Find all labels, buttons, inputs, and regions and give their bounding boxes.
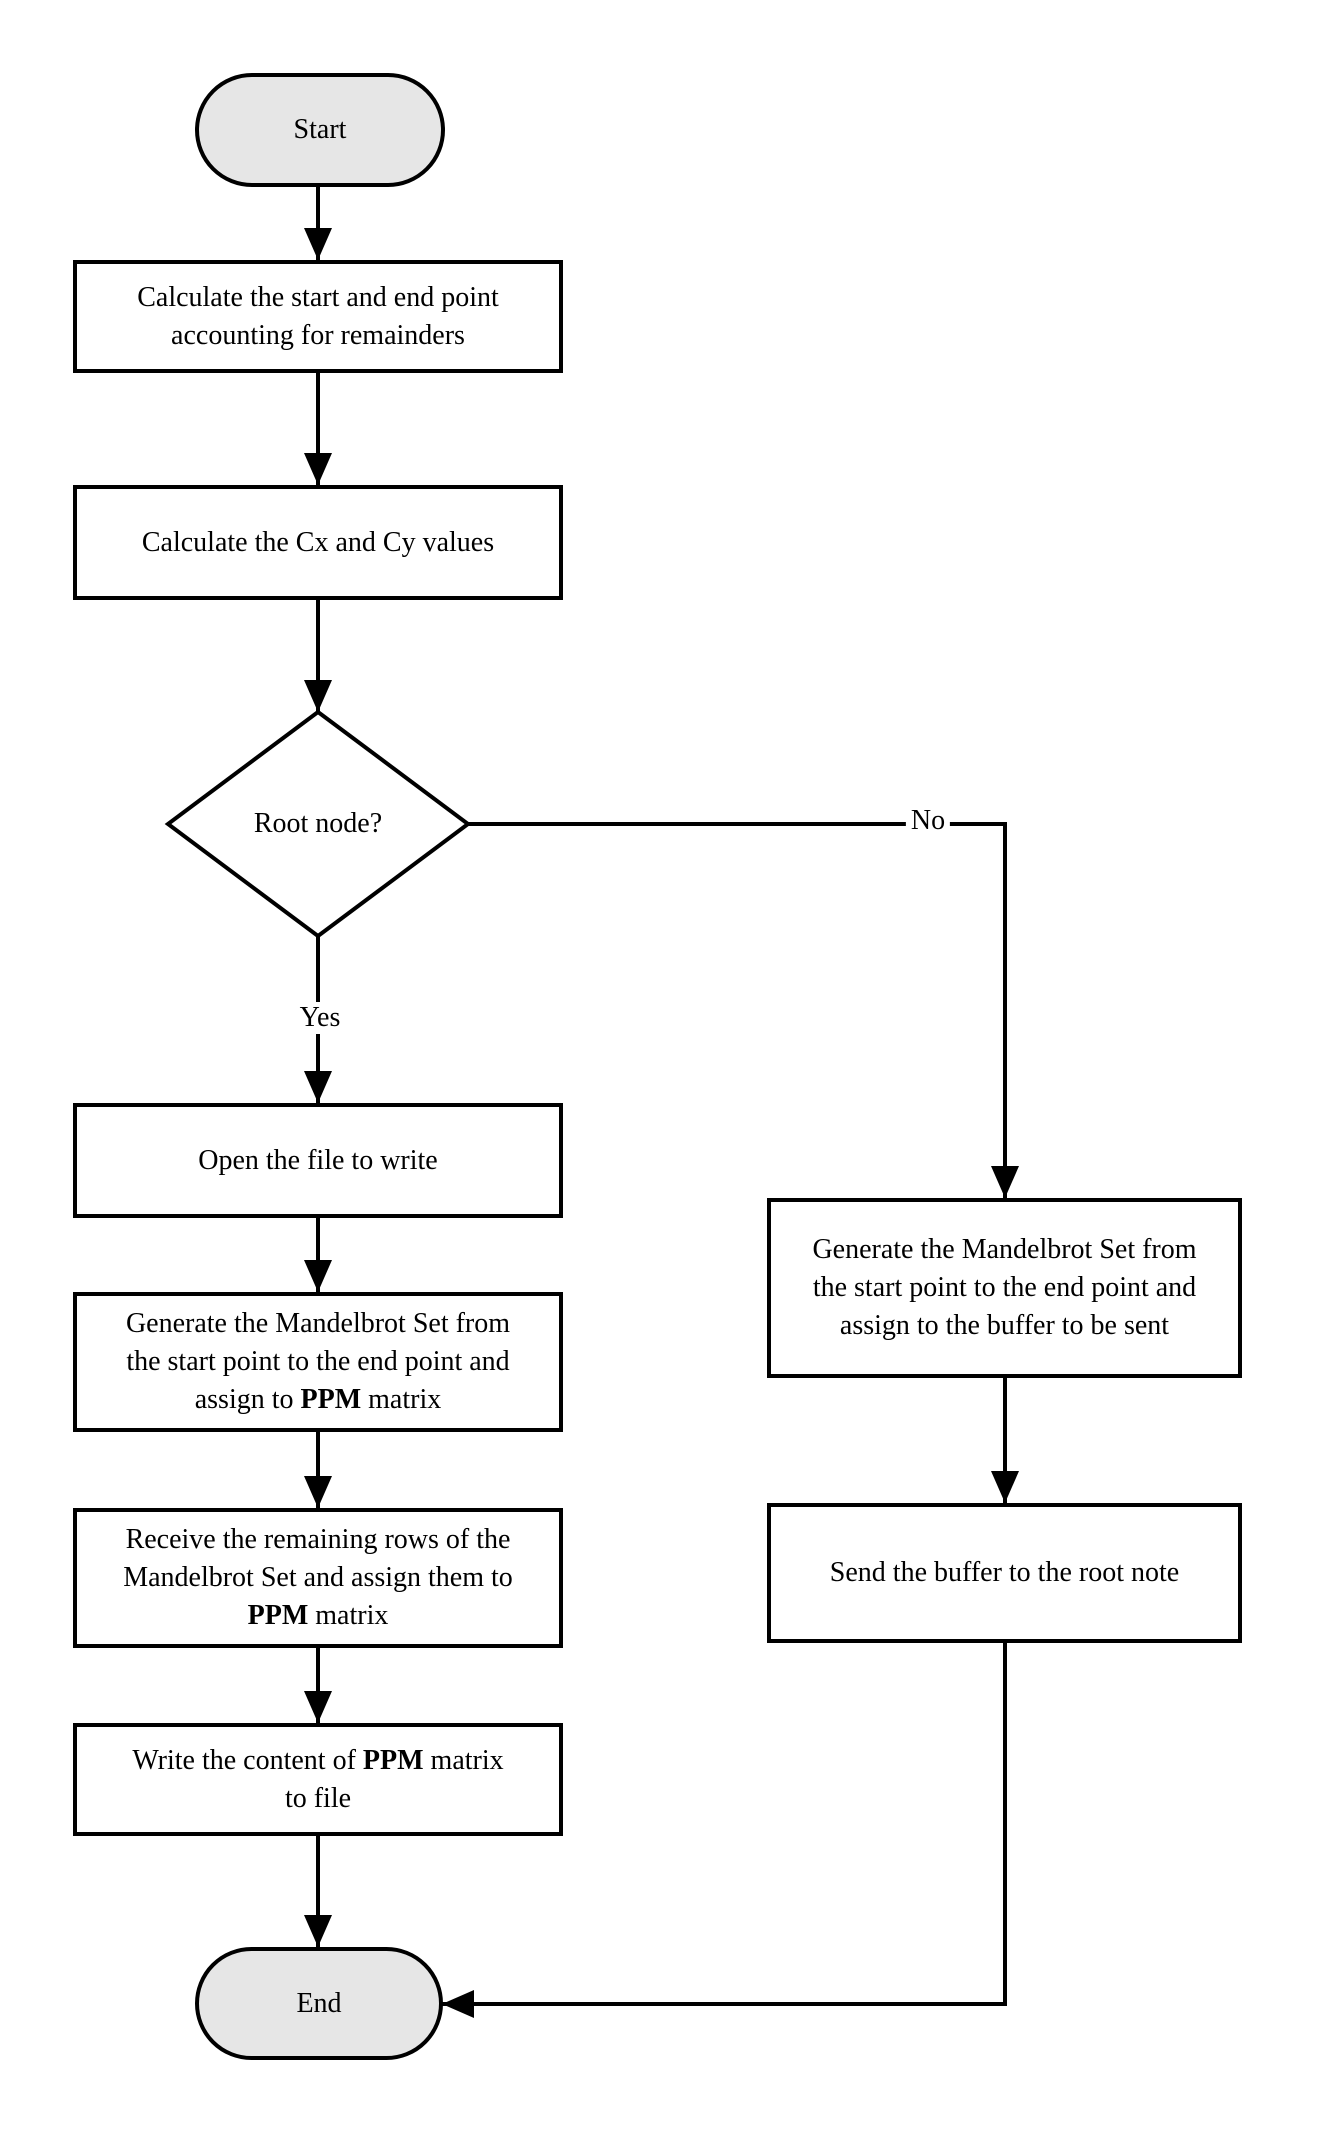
process-line: Generate the Mandelbrot Set from [125,1308,511,1339]
process-line: accounting for remainders [171,319,465,351]
text-segment: matrix [423,1744,504,1776]
process-line: to file [284,1782,352,1814]
end-label: End [296,1987,342,2019]
process-line: Open the file to write [198,1144,438,1176]
process-line: Receive the remaining rows of the [125,1524,511,1555]
process-generate-ppm-matrix: Generate the Mandelbrot Set from the sta… [73,1292,563,1432]
decision-root-node: Root node? [168,712,468,936]
process-line: PPM matrix [248,1597,389,1635]
process-line: the start point to the end point and [126,1346,510,1377]
process-open-file: Open the file to write [73,1103,563,1218]
edge-send-buffer-to-end [442,1643,1007,2018]
process-generate-buffer: Generate the Mandelbrot Set from the sta… [767,1198,1242,1378]
decision-root-node-shape [164,709,472,939]
text-segment: assign to [194,1384,301,1415]
process-calc-cxcy: Calculate the Cx and Cy values [73,485,563,600]
process-line: Mandelbrot Set and assign them to [123,1562,513,1593]
process-calc-start-end: Calculate the start and end point accoun… [73,260,563,373]
text-segment-bold: PPM [247,1600,309,1631]
edge-label-yes: Yes [294,1002,346,1034]
process-write-ppm-file: Write the content of PPM matrix to file [73,1723,563,1836]
process-receive-rows: Receive the remaining rows of the Mandel… [73,1508,563,1648]
start-label: Start [293,114,347,145]
text-segment: matrix [308,1600,389,1631]
end-terminal: End [195,1947,443,2060]
process-send-buffer: Send the buffer to the root note [767,1503,1242,1643]
edge-label-no: No [905,805,951,837]
text-segment-bold: PPM [362,1744,424,1776]
process-line: assign to the buffer to be sent [839,1310,1170,1341]
decision-label: Root node? [253,808,383,839]
process-line: Calculate the start and end point [137,281,499,313]
process-line: Calculate the Cx and Cy values [141,526,495,558]
process-line: assign to PPM matrix [195,1381,442,1419]
edge-decision-no-to-generate-buffer [468,822,1019,1198]
process-line: Send the buffer to the root note [829,1557,1180,1588]
start-terminal: Start [195,73,445,187]
process-line: the start point to the end point and [812,1272,1197,1303]
process-line: Generate the Mandelbrot Set from [812,1234,1197,1265]
text-segment: matrix [361,1384,442,1415]
text-segment: Write the content of [132,1744,363,1776]
process-line: Write the content of PPM matrix [132,1742,503,1780]
text-segment-bold: PPM [300,1384,362,1415]
